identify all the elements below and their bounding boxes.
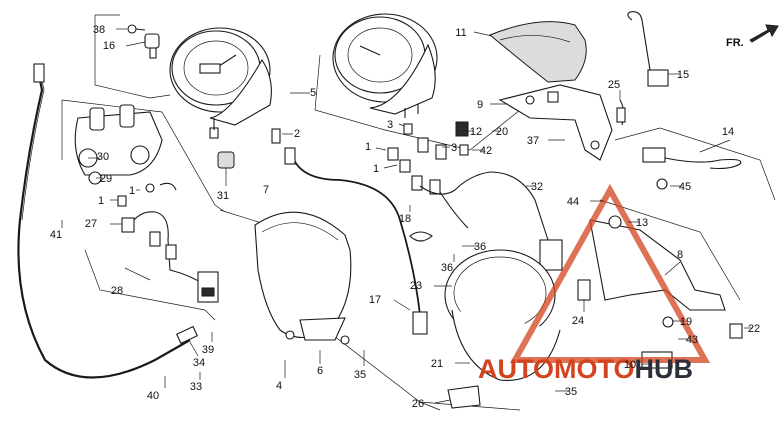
callout-c3a: 3 [387,119,393,131]
callout-c23: 23 [410,280,422,292]
trip-cable [284,147,428,335]
callout-c10: 10 [624,359,636,371]
callout-c45: 45 [679,181,691,193]
callout-c41: 41 [50,229,62,241]
speedometer-gauge [169,27,272,139]
callout-c29: 29 [100,173,112,185]
leader-line-c17 [393,299,411,311]
leader-line-c1c [375,147,387,151]
leader-line-c16 [125,41,146,47]
meter-case-left [254,211,352,345]
callout-c16: 16 [103,40,115,52]
callout-c15: 15 [677,69,689,81]
callout-c37: 37 [527,135,539,147]
watermark-brand-part2: HUB [635,354,694,384]
callout-c22: 22 [748,323,760,335]
callout-c24: 24 [572,315,584,327]
tachometer-gauge [332,13,438,118]
callout-c1c: 1 [365,141,371,153]
callout-c30: 30 [97,151,109,163]
callout-c34: 34 [193,357,205,369]
meter-case-right [444,249,561,409]
left-wire-harness [121,211,219,303]
leader-line-c11 [473,31,493,37]
callout-c1d: 1 [373,163,379,175]
callout-c36b: 36 [441,262,453,274]
sensor-wire [642,147,742,170]
leader-line-c8 [664,261,681,276]
callout-c12: 12 [470,126,482,138]
watermark-brand-part1: AUTOMOTO [478,354,635,384]
meter-bracket [498,84,613,161]
callout-c11: 11 [455,27,466,39]
watermark-text: AUTOMOTOHUB [478,354,693,384]
callout-c40: 40 [147,390,159,402]
callout-c20: 20 [496,126,508,138]
callout-c44: 44 [567,196,579,208]
front-direction-indicator: FR. [726,24,779,49]
callout-c6: 6 [317,365,323,377]
callout-c1b: 1 [129,185,135,197]
callout-c26: 26 [412,398,424,410]
top-right-wires [616,11,669,126]
watermark-triangle [509,183,711,363]
callout-c43: 43 [686,334,698,346]
callout-c3b: 3 [451,142,457,154]
leader-line-c26 [434,399,451,404]
callout-c27: 27 [85,218,97,230]
leader-line-c1d [383,164,398,169]
callout-c36a: 36 [474,241,486,253]
callout-c17: 17 [369,294,381,306]
callout-c4: 4 [276,380,282,392]
callout-c38: 38 [93,24,105,36]
indicator-bracket [74,104,177,207]
callout-c35b: 35 [565,386,577,398]
front-direction-label: FR. [726,37,744,49]
callout-c13: 13 [636,217,648,229]
watermark: AUTOMOTOHUB [478,183,711,384]
callout-c2: 2 [294,128,300,140]
callout-c31: 31 [217,190,229,202]
callout-c32: 32 [531,181,543,193]
callout-c5: 5 [310,87,316,99]
bulb-sockets [387,121,563,271]
callout-c21: 21 [431,358,443,370]
leader-line-c14 [699,139,731,153]
callout-c35a: 35 [354,369,366,381]
callout-c25: 25 [608,79,620,91]
callout-c18: 18 [399,213,411,225]
callout-c1a: 1 [98,195,104,207]
callout-c28: 28 [111,285,123,297]
upper-cover [489,21,587,83]
callout-c8: 8 [677,249,683,261]
leader-line-c3a [398,123,405,127]
leader-line-c28 [124,267,151,281]
callout-c7: 7 [263,184,269,196]
callout-c19: 19 [680,316,692,328]
speedometer-cable [17,63,199,379]
front-arrow-icon [749,24,779,43]
callout-c9: 9 [477,99,483,111]
callout-c42: 42 [480,145,492,157]
callout-leader-lines [61,28,752,404]
callout-c14: 14 [722,126,734,138]
callout-c33: 33 [190,381,202,393]
callout-c39: 39 [202,344,214,356]
leader-line-c34 [189,341,199,357]
